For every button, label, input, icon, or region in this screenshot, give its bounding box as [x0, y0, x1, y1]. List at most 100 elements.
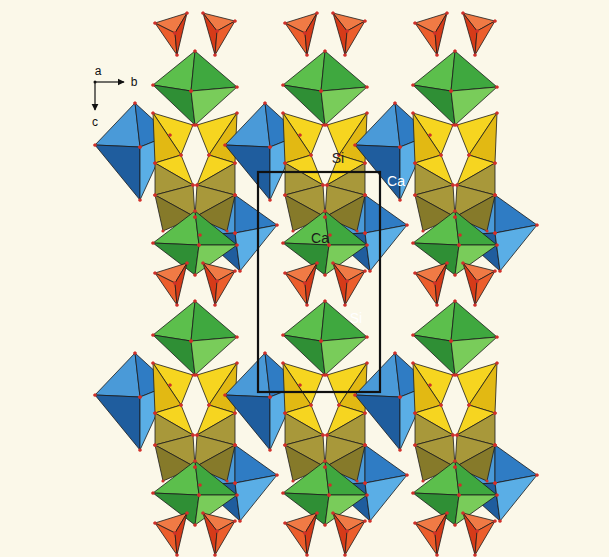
oxygen-dot: [363, 193, 366, 196]
oxygen-dot: [363, 443, 366, 446]
oxygen-dot: [233, 443, 236, 446]
oxygen-dot: [207, 153, 210, 156]
oxygen-dot: [215, 529, 218, 532]
oxygen-dot: [195, 183, 198, 186]
oxygen-dot: [493, 411, 496, 414]
oxygen-dot: [428, 133, 431, 136]
oxygen-dot: [197, 493, 200, 496]
polyhedron-face: [475, 521, 495, 555]
oxygen-dot: [485, 229, 488, 232]
oxygen-dot: [451, 183, 454, 186]
oxygen-dot: [213, 553, 216, 556]
oxygen-dot: [325, 183, 328, 186]
oxygen-dot: [428, 133, 431, 136]
oxygen-dot: [343, 303, 346, 306]
oxygen-dot: [355, 479, 358, 482]
oxygen-dot: [453, 465, 456, 468]
oxygen-dot: [175, 53, 178, 56]
oxygen-dot: [215, 529, 218, 532]
polyhedron-face: [455, 461, 497, 495]
oxygen-dot: [323, 209, 326, 212]
oxygen-dot: [398, 395, 401, 398]
oxygen-dot: [451, 433, 454, 436]
atom-label: Ca: [311, 231, 329, 245]
oxygen-dot: [193, 215, 196, 218]
oxygen-dot: [455, 183, 458, 186]
oxygen-dot: [263, 351, 266, 354]
oxygen-dot: [398, 448, 401, 451]
oxygen-dot: [363, 443, 366, 446]
oxygen-dot: [345, 29, 348, 32]
oxygen-dot: [461, 11, 464, 14]
oxygen-dot: [435, 553, 438, 556]
oxygen-dot: [467, 403, 470, 406]
oxygen-dot: [238, 269, 241, 272]
oxygen-dot: [353, 143, 356, 146]
oxygen-dot: [233, 161, 236, 164]
oxygen-dot: [283, 411, 286, 414]
oxygen-dot: [323, 49, 326, 52]
oxygen-dot: [411, 361, 414, 364]
oxygen-dot: [343, 303, 346, 306]
oxygen-dot: [365, 361, 368, 364]
oxygen-dot: [353, 143, 356, 146]
oxygen-dot: [323, 299, 326, 302]
oxygen-dot: [268, 198, 271, 201]
oxygen-dot: [355, 229, 358, 232]
oxygen-dot: [153, 161, 156, 164]
oxygen-dot: [363, 193, 366, 196]
oxygen-dot: [323, 523, 326, 526]
oxygen-dot: [498, 269, 501, 272]
oxygen-dot: [363, 231, 366, 234]
oxygen-dot: [535, 223, 538, 226]
oxygen-dot: [363, 443, 366, 446]
oxygen-dot: [233, 519, 236, 522]
oxygen-dot: [411, 491, 414, 494]
oxygen-dot: [283, 193, 286, 196]
oxygen-dot: [461, 261, 464, 264]
oxygen-dot: [233, 443, 236, 446]
oxygen-dot: [439, 403, 442, 406]
oxygen-dot: [281, 333, 284, 336]
oxygen-dot: [498, 269, 501, 272]
oxygen-dot: [309, 153, 312, 156]
oxygen-dot: [161, 229, 164, 232]
oxygen-dot: [93, 393, 96, 396]
oxygen-dot: [189, 339, 192, 342]
polyhedron-face: [225, 395, 270, 450]
oxygen-dot: [235, 335, 238, 338]
oxygen-dot: [153, 271, 156, 274]
oxygen-dot: [413, 521, 416, 524]
polyhedron-face: [95, 395, 140, 450]
oxygen-dot: [323, 215, 326, 218]
atom-label: Si: [350, 311, 362, 325]
oxygen-dot: [368, 519, 371, 522]
oxygen-dot: [365, 493, 368, 496]
oxygen-dot: [173, 281, 176, 284]
oxygen-dot: [168, 133, 171, 136]
oxygen-dot: [233, 411, 236, 414]
oxygen-dot: [449, 339, 452, 342]
oxygen-dot: [453, 273, 456, 276]
polyhedron-face: [333, 13, 347, 55]
oxygen-dot: [449, 89, 452, 92]
oxygen-dot: [493, 269, 496, 272]
oxygen-dot: [323, 49, 326, 52]
oxygen-dot: [319, 89, 322, 92]
oxygen-dot: [398, 448, 401, 451]
oxygen-dot: [493, 269, 496, 272]
oxygen-dot: [235, 335, 238, 338]
oxygen-dot: [405, 473, 408, 476]
oxygen-dot: [331, 261, 334, 264]
oxygen-dot: [201, 11, 204, 14]
oxygen-dot: [498, 519, 501, 522]
oxygen-dot: [493, 481, 496, 484]
polyhedron-face: [355, 353, 400, 397]
oxygen-dot: [309, 403, 312, 406]
oxygen-dot: [191, 373, 194, 376]
oxygen-dot: [413, 411, 416, 414]
oxygen-dot: [298, 133, 301, 136]
oxygen-dot: [411, 333, 414, 336]
oxygen-dot: [363, 193, 366, 196]
oxygen-dot: [413, 193, 416, 196]
